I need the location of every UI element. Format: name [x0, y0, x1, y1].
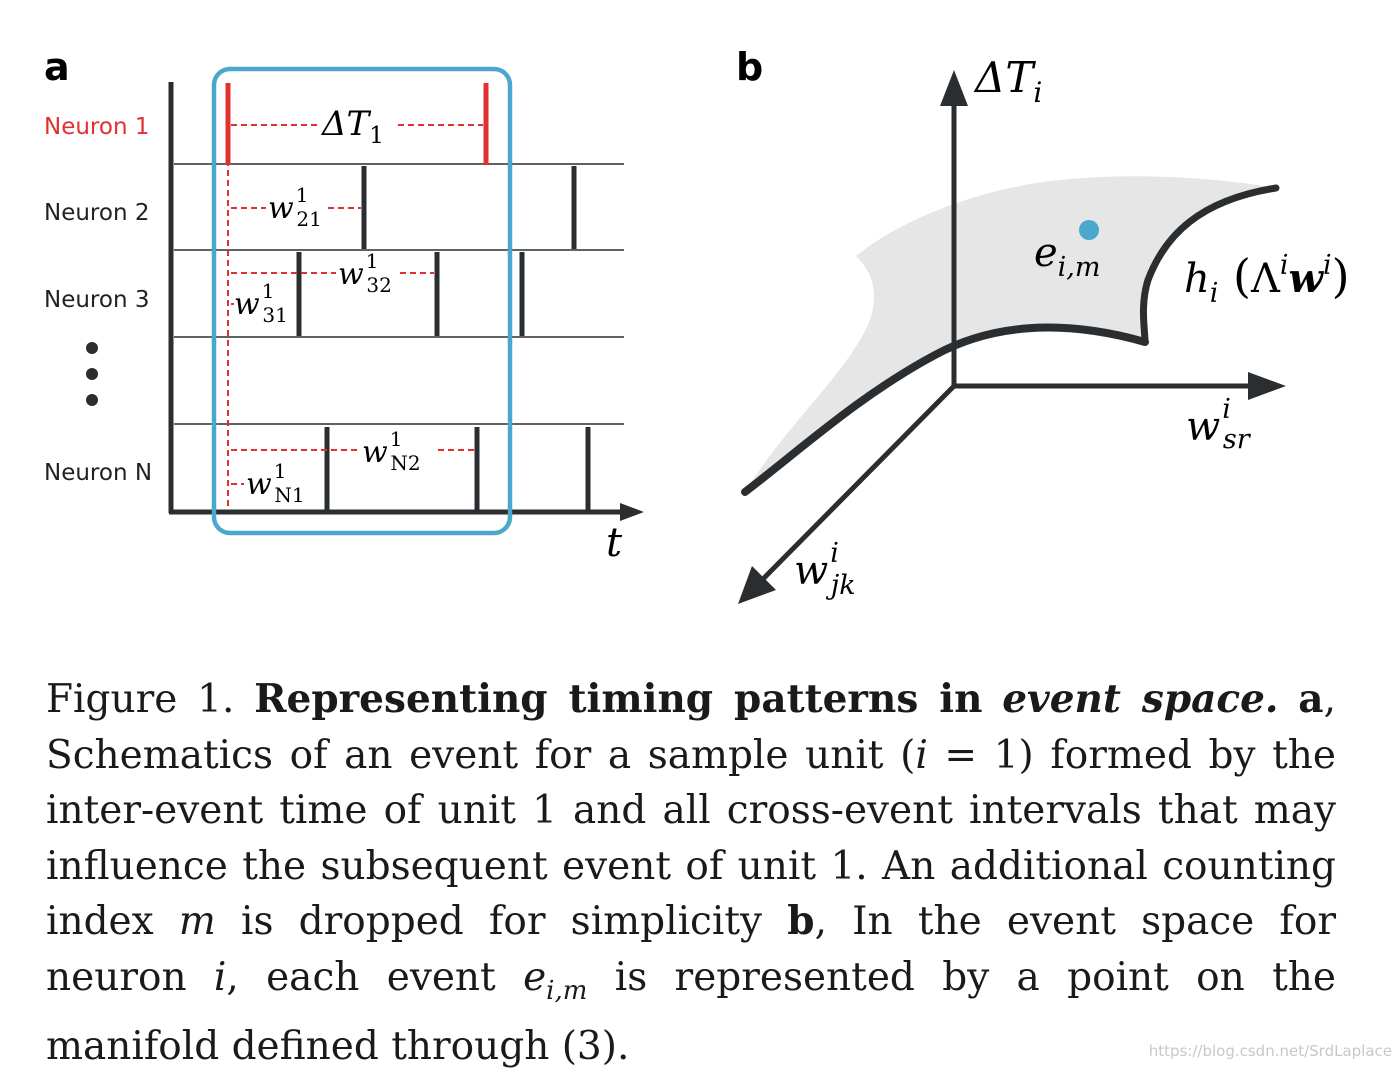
caption-b-e: e: [523, 954, 547, 1000]
caption-title-emphasis: event space.: [1002, 676, 1279, 722]
ellipsis-dots: [86, 342, 98, 406]
event-point: [1079, 220, 1099, 240]
manifold-right-edge: [1140, 184, 1280, 346]
caption-figure-label: Figure 1.: [46, 677, 235, 722]
caption-b-e-sub: i,m: [546, 975, 588, 1006]
time-axis-arrow: [620, 503, 644, 521]
manifold-front-edge: [741, 323, 1149, 496]
caption-b-label: b: [787, 898, 815, 944]
manifold-surface: [745, 176, 1276, 492]
w-jk-axis-arrow: [738, 566, 776, 604]
caption-a-math: i: [915, 732, 928, 778]
neuron-3-label: Neuron 3: [44, 287, 149, 313]
neuron-1-label: Neuron 1: [44, 114, 149, 140]
row-separators: [174, 163, 624, 425]
caption-title: Representing timing patterns in: [254, 676, 983, 722]
delta-t1-label: ΔT1: [320, 104, 384, 149]
delta-t-axis-arrow: [940, 70, 968, 106]
caption-b-text-1: , In the event space for neuron: [46, 899, 1336, 1000]
caption-b-text-3: is represented by a point on the manifol…: [46, 954, 1336, 1069]
event-window-box: [211, 66, 513, 536]
w-jk-axis: [760, 384, 956, 582]
panel-b-letter: b: [736, 45, 763, 89]
panel-a-letter: a: [44, 45, 70, 89]
time-axis-label: t: [606, 520, 623, 566]
caption-a-text-1: , Schematics of an event for a sample un…: [46, 677, 1336, 778]
w-sr-axis-arrow: [1248, 372, 1286, 400]
caption-a-text-2: is dropped for simplicity: [215, 899, 788, 944]
caption-b-math-i: i: [213, 954, 227, 1000]
caption-b-text-2: , each event: [226, 954, 524, 1000]
figure-caption: Figure 1. Representing timing patterns i…: [46, 672, 1336, 1074]
caption-a-eq: = 1) formed by the inter-event time of u…: [46, 732, 1336, 945]
event-point-label: ei,m: [1034, 230, 1101, 283]
watermark: https://blog.csdn.net/SrdLaplace: [1148, 1042, 1392, 1060]
manifold-function-label: hi (Λiwi): [1184, 249, 1350, 309]
neuron-2-label: Neuron 2: [44, 200, 149, 226]
caption-a-label: a: [1298, 676, 1324, 722]
caption-m-math: m: [178, 899, 216, 944]
neuron-n-label: Neuron N: [44, 460, 152, 486]
delta-t-i-label: ΔTi: [973, 53, 1042, 109]
